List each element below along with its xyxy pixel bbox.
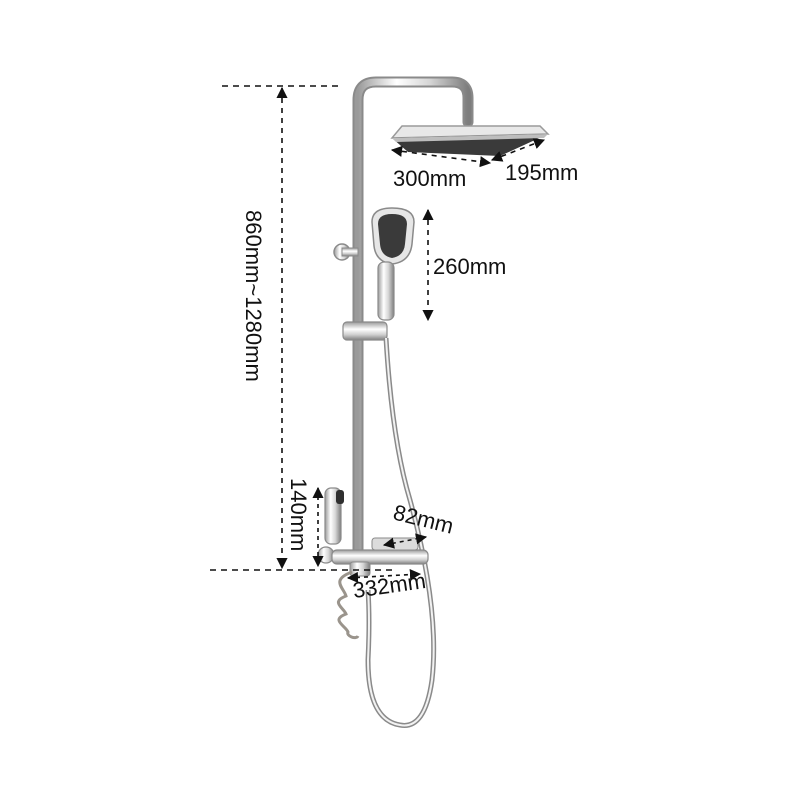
shower-head-rim xyxy=(392,134,548,142)
shelf-depth-arrow xyxy=(382,533,428,549)
head-width-arrow xyxy=(390,145,492,168)
shower-hose-highlight xyxy=(366,337,435,727)
slide-holder xyxy=(342,321,388,341)
dimension-lines xyxy=(210,85,546,584)
total-height-label: 860mm~1280mm xyxy=(241,210,266,382)
wall-bracket xyxy=(333,243,359,261)
head-depth-label: 195mm xyxy=(505,160,578,185)
mixer-valve xyxy=(349,561,371,577)
spring-hose xyxy=(336,570,360,640)
shelf-body xyxy=(331,549,429,565)
head-width-label: 300mm xyxy=(393,166,466,191)
dimension-labels: 300mm 195mm 260mm 860mm~1280mm 140mm 82m… xyxy=(241,160,578,603)
shelf-depth-label: 82mm xyxy=(391,500,456,539)
handheld-shower xyxy=(371,207,415,321)
handheld-face xyxy=(378,214,407,258)
rain-shower-head xyxy=(390,125,550,156)
overhead-arm-highlight xyxy=(354,78,472,564)
handheld-length-label: 260mm xyxy=(433,254,506,279)
sprayer-height-label: 140mm xyxy=(286,478,311,551)
handheld-handle xyxy=(377,261,395,321)
